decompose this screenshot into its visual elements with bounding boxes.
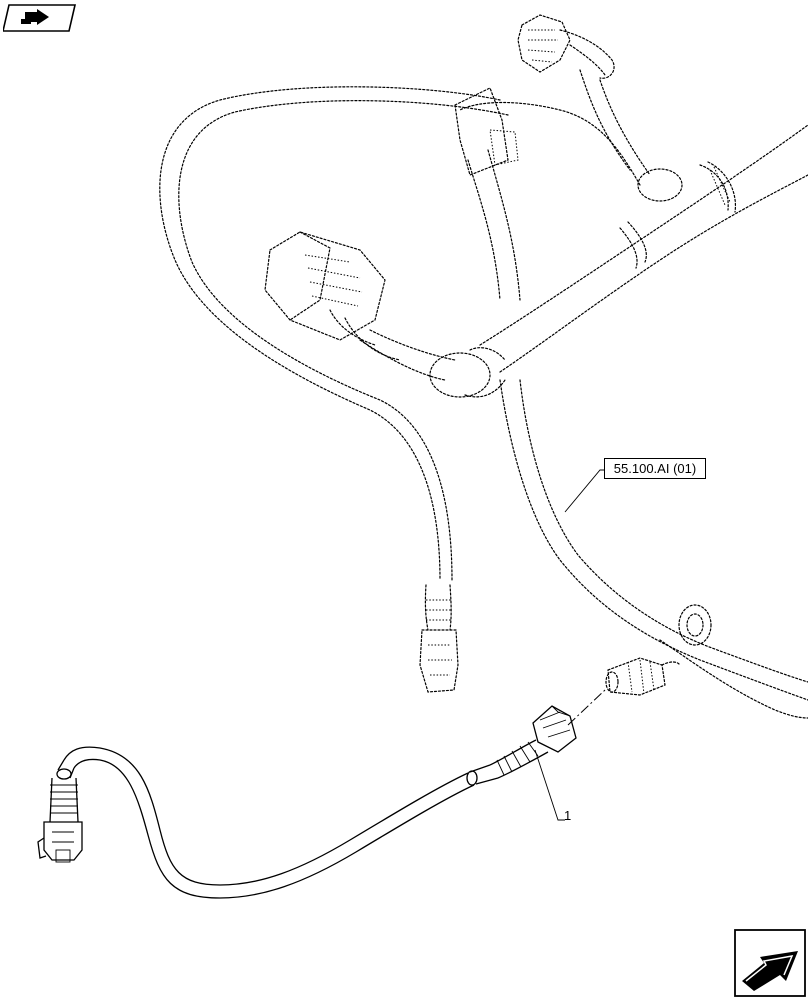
module-connector [264, 231, 506, 398]
callout-number-1: 1 [564, 808, 572, 823]
trunk-junction [619, 161, 737, 269]
top-connector-cluster [517, 14, 651, 176]
mating-connector [605, 657, 681, 696]
mid-bracket [454, 87, 519, 176]
hanging-connector [419, 584, 459, 693]
next-page-icon[interactable] [734, 929, 806, 1002]
part-1-cable [37, 705, 577, 899]
previous-page-icon[interactable] [1, 3, 77, 38]
reference-label[interactable]: 55.100.AI (01) [604, 458, 706, 479]
